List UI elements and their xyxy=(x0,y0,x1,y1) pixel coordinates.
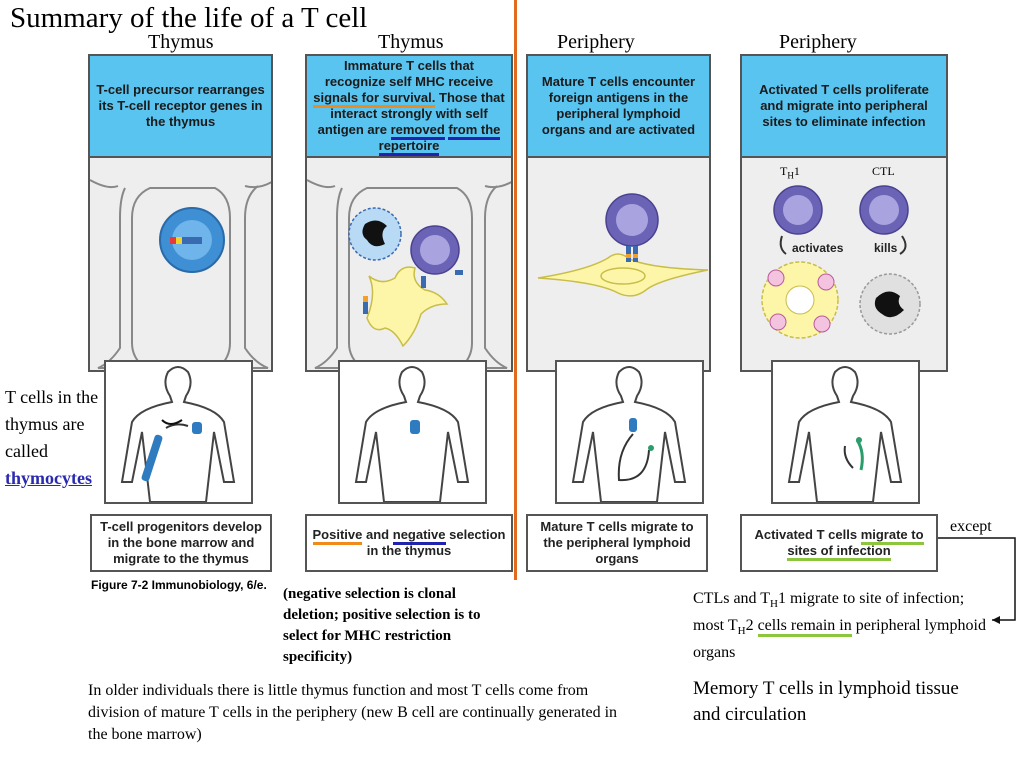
side-note: T cells in the thymus are called thymocy… xyxy=(5,387,99,488)
removed-underline: removed xyxy=(390,122,445,140)
panel-thymus-precursor: T-cell precursor rearranges its T-cell r… xyxy=(88,54,273,372)
caption-box-2: Positive and negative selection in the t… xyxy=(305,514,513,572)
thymocytes-link[interactable]: thymocytes xyxy=(5,468,92,488)
body-silhouette-1 xyxy=(120,366,236,503)
column-heading-thymus-1: Thymus xyxy=(148,31,214,53)
ctl-note: CTLs and TH1 migrate to site of infectio… xyxy=(693,590,986,662)
activates-label: activates xyxy=(792,241,844,255)
memory-note: Memory T cells in lymphoid tissue and ci… xyxy=(693,678,959,725)
effector-cells-illustration xyxy=(761,185,921,339)
body-diagram-4 xyxy=(771,360,920,504)
panel-periphery-effector: Activated T cells proliferate and migrat… xyxy=(740,54,948,372)
body-diagram-2 xyxy=(338,360,487,504)
column-heading-thymus-2: Thymus xyxy=(378,31,444,53)
negative-underline: negative xyxy=(392,527,446,545)
survival-underline: signals for survival. xyxy=(313,90,436,108)
panel-header-3: Mature T cells encounter foreign antigen… xyxy=(528,56,709,158)
kills-label: kills xyxy=(874,241,898,255)
bottom-note: In older individuals there is little thy… xyxy=(88,682,618,743)
panel-header-2: Immature T cells that recognize self MHC… xyxy=(307,56,511,158)
body-silhouette-3 xyxy=(571,366,687,503)
thymic-selection-illustration xyxy=(307,179,511,369)
dendritic-cell xyxy=(366,266,449,348)
page-title: Summary of the life of a T cell xyxy=(10,2,368,34)
except-label: except xyxy=(950,518,992,535)
selection-note: (negative selection is clonal deletion; … xyxy=(283,586,481,665)
migrate-underline: migrate to sites of infection xyxy=(787,527,924,561)
panel-header-4: Activated T cells proliferate and migrat… xyxy=(742,56,946,158)
th1-label: TH1 xyxy=(780,164,800,181)
thymus-stromal-cell-illustration xyxy=(90,169,271,370)
caption-box-3: Mature T cells migrate to the peripheral… xyxy=(526,514,708,572)
panel-thymus-selection: Immature T cells that recognize self MHC… xyxy=(305,54,513,372)
caption-box-1: T-cell progenitors develop in the bone m… xyxy=(90,514,272,572)
column-heading-periphery-1: Periphery xyxy=(557,31,635,53)
figure-caption: Figure 7-2 Immunobiology, 6/e. xyxy=(91,578,267,592)
remain-underline: cells remain in xyxy=(757,617,852,638)
antigen-presentation-illustration xyxy=(537,193,709,297)
body-diagram-1 xyxy=(104,360,253,504)
caption-box-4: Activated T cells migrate to sites of in… xyxy=(740,514,938,572)
repertoire-underline: from the repertoire xyxy=(378,122,501,156)
ctl-label: CTL xyxy=(872,164,895,178)
body-silhouette-4 xyxy=(787,366,903,503)
column-heading-periphery-2: Periphery xyxy=(779,31,857,53)
panel-header-1: T-cell precursor rearranges its T-cell r… xyxy=(90,56,271,158)
body-diagram-3 xyxy=(555,360,704,504)
body-silhouette-2 xyxy=(354,366,470,503)
section-divider xyxy=(514,0,517,580)
positive-underline: Positive xyxy=(312,527,363,545)
